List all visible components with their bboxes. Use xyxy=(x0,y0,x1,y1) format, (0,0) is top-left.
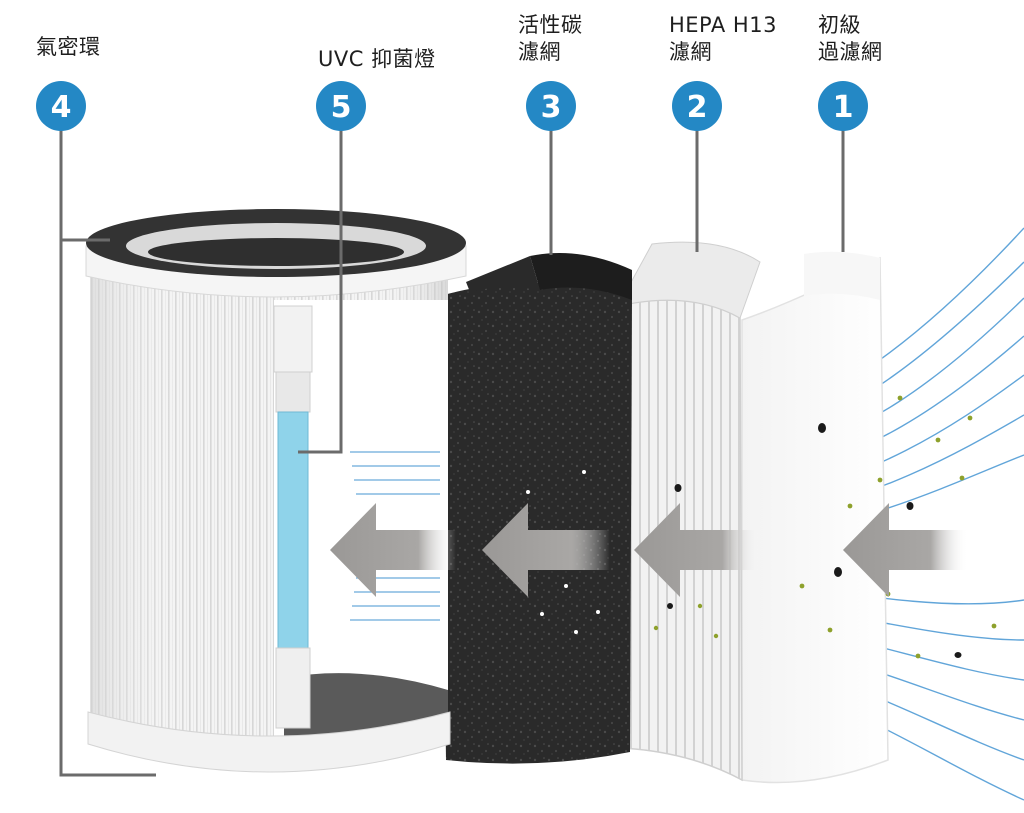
badge-2: 2 xyxy=(672,81,722,131)
badge-1: 1 xyxy=(818,81,868,131)
airflow-cylinder xyxy=(350,451,440,621)
pre-filter xyxy=(741,251,889,784)
label-hepa-filter: HEPA H13 濾網 xyxy=(669,13,777,64)
connector-lines xyxy=(59,130,845,777)
hepa-filter xyxy=(617,241,761,782)
badge-5: 5 xyxy=(316,81,366,131)
label-uvc-lamp: UVC 抑菌燈 xyxy=(318,47,436,71)
uvc-lamp xyxy=(273,305,313,729)
carbon-filter xyxy=(440,253,632,764)
label-carbon-filter: 活性碳 濾網 xyxy=(518,13,583,64)
badge-4: 4 xyxy=(36,81,86,131)
svg-text:2: 2 xyxy=(687,90,708,125)
svg-text:1: 1 xyxy=(833,90,854,125)
svg-text:3: 3 xyxy=(541,90,562,125)
label-pre-filter: 初級 過濾網 xyxy=(818,13,883,64)
svg-text:5: 5 xyxy=(331,90,352,125)
dust-particles xyxy=(526,395,997,659)
badge-3: 3 xyxy=(526,81,576,131)
flow-arrows xyxy=(330,503,968,597)
label-seal-ring: 氣密環 xyxy=(36,35,101,59)
svg-text:4: 4 xyxy=(51,90,72,125)
